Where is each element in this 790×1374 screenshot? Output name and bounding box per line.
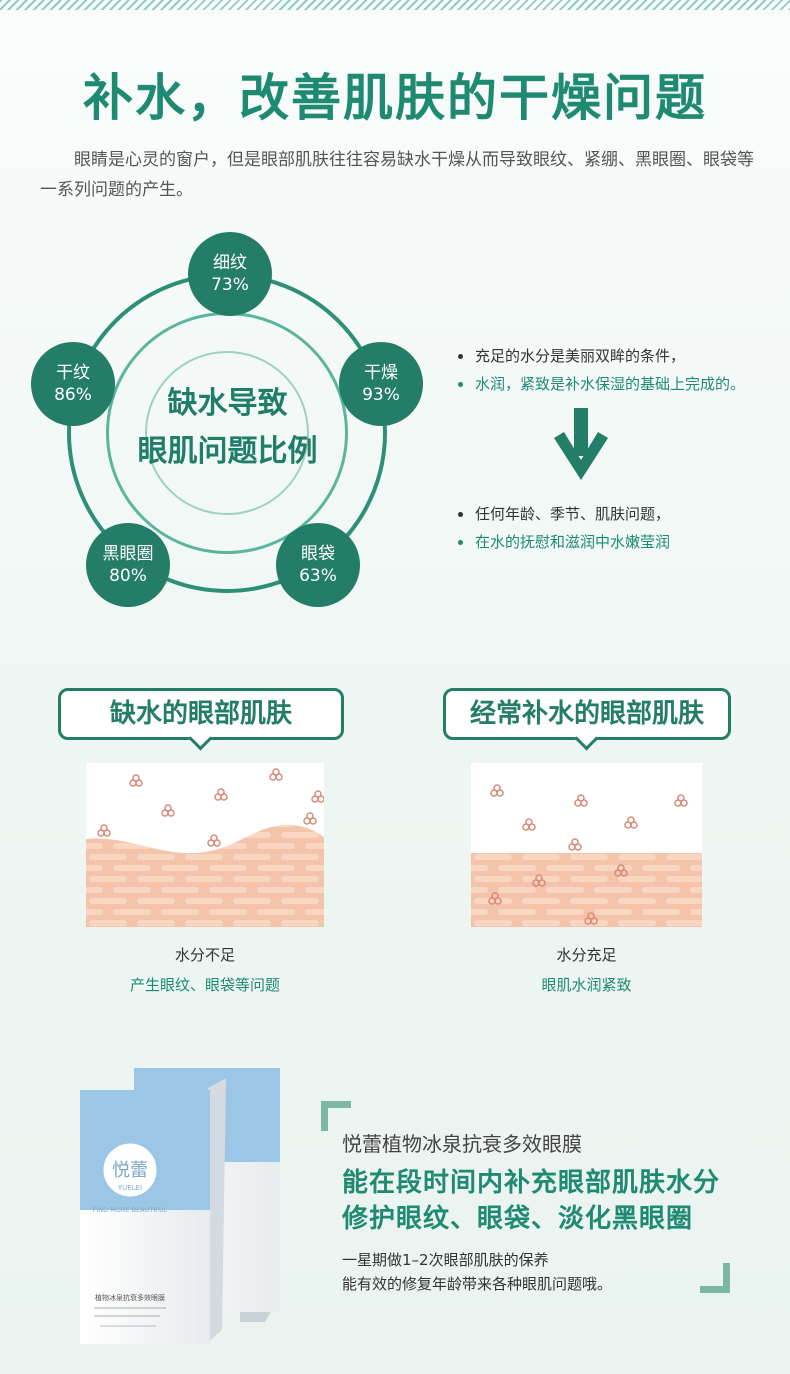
bubble-eye-bags: 眼袋 63% [276,523,360,607]
bubble-fine-lines: 细纹 73% [188,232,272,316]
bubble-label: 干纹 [56,363,90,383]
diagram-center-label: 缺水导致 眼肌问题比例 [120,380,335,476]
box-brand: YUELEI [117,1184,142,1192]
caption-hydrated: 水分充足 眼肌水润紧致 [471,940,702,1000]
center-line-2: 眼肌问题比例 [137,434,318,469]
corner-bracket-bottom-vertical [723,1263,730,1293]
box-slogan: FIND MORE BEAUTIFUL [93,1206,168,1214]
bubble-dryness: 干燥 93% [339,342,423,426]
product-name: 悦蕾植物冰泉抗衰多效眼膜 [342,1132,582,1156]
corner-bracket-top-vertical [321,1101,328,1131]
inner-ring [145,351,309,515]
bubble-value: 73% [211,275,249,295]
bullet-group-2: 任何年龄、季节、肌肤问题， 在水的抚慰和滋润中水嫩莹润 [458,500,670,556]
caption-line-2: 产生眼纹、眼袋等问题 [129,976,280,994]
intro-paragraph: 眼睛是心灵的窗户，但是眼部肌肤往往容易缺水干燥从而导致眼纹、紧绷、黑眼圈、眼袋等… [40,150,754,200]
bubble-value: 63% [299,566,337,586]
description-line-2: 能有效的修复年龄带来各种眼肌问题哦。 [342,1275,613,1293]
bullet-item: 在水的抚慰和滋润中水嫩莹润 [458,528,670,556]
product-headline-2: 修护眼纹、眼袋、淡化黑眼圈 [342,1204,694,1234]
bubble-dry-lines: 干纹 86% [31,342,115,426]
product-box-image: 悦蕾 YUELEI FIND MORE BEAUTIFUL 植物冰泉抗衰多效眼膜 [80,1068,280,1344]
caption-line-2: 眼肌水润紧致 [541,976,632,994]
dehydrated-skin-illustration [86,763,324,927]
corner-bracket-bottom [700,1286,730,1293]
caption-line-1: 水分充足 [556,946,617,964]
label-hydrated-skin: 经常补水的眼部肌肤 [443,688,731,740]
bubble-label: 眼袋 [301,544,335,564]
center-line-1: 缺水导致 [167,386,288,421]
caption-line-1: 水分不足 [174,946,235,964]
problem-ratio-diagram: 缺水导致 眼肌问题比例 细纹 73% 干燥 93% 眼袋 63% 黑眼圈 80%… [0,230,470,630]
bubble-label: 细纹 [213,253,247,273]
bubble-label: 干燥 [364,363,398,383]
bubble-label: 黑眼圈 [102,544,154,564]
label-dehydrated-skin: 缺水的眼部肌肤 [58,688,344,740]
bullet-item: 任何年龄、季节、肌肤问题， [458,500,670,528]
box-product-name: 植物冰泉抗衰多效眼膜 [95,1293,165,1302]
product-headline-1: 能在段时间内补充眼部肌肤水分 [342,1168,721,1198]
bullet-group-1: 充足的水分是美丽双眸的条件， 水润，紧致是补水保湿的基础上完成的。 [458,342,745,398]
product-description: 一星期做1–2次眼部肌肤的保养 能有效的修复年龄带来各种眼肌问题哦。 [342,1248,612,1296]
description-line-1: 一星期做1–2次眼部肌肤的保养 [342,1251,549,1269]
corner-bracket-top [321,1101,351,1108]
hydrated-skin-illustration [471,763,702,927]
caption-dehydrated: 水分不足 产生眼纹、眼袋等问题 [86,940,324,1000]
bubble-value: 80% [109,566,147,586]
bullet-item: 充足的水分是美丽双眸的条件， [458,342,745,370]
bubble-value: 86% [54,385,92,405]
down-arrow-icon [554,408,608,480]
bullet-item: 水润，紧致是补水保湿的基础上完成的。 [458,370,745,398]
bubble-value: 93% [362,385,400,405]
bubble-dark-circles: 黑眼圈 80% [86,523,170,607]
page-title: 补水，改善肌肤的干燥问题 [83,69,707,127]
top-decorative-stripe [0,0,790,10]
box-logo: 悦蕾 [112,1160,148,1181]
